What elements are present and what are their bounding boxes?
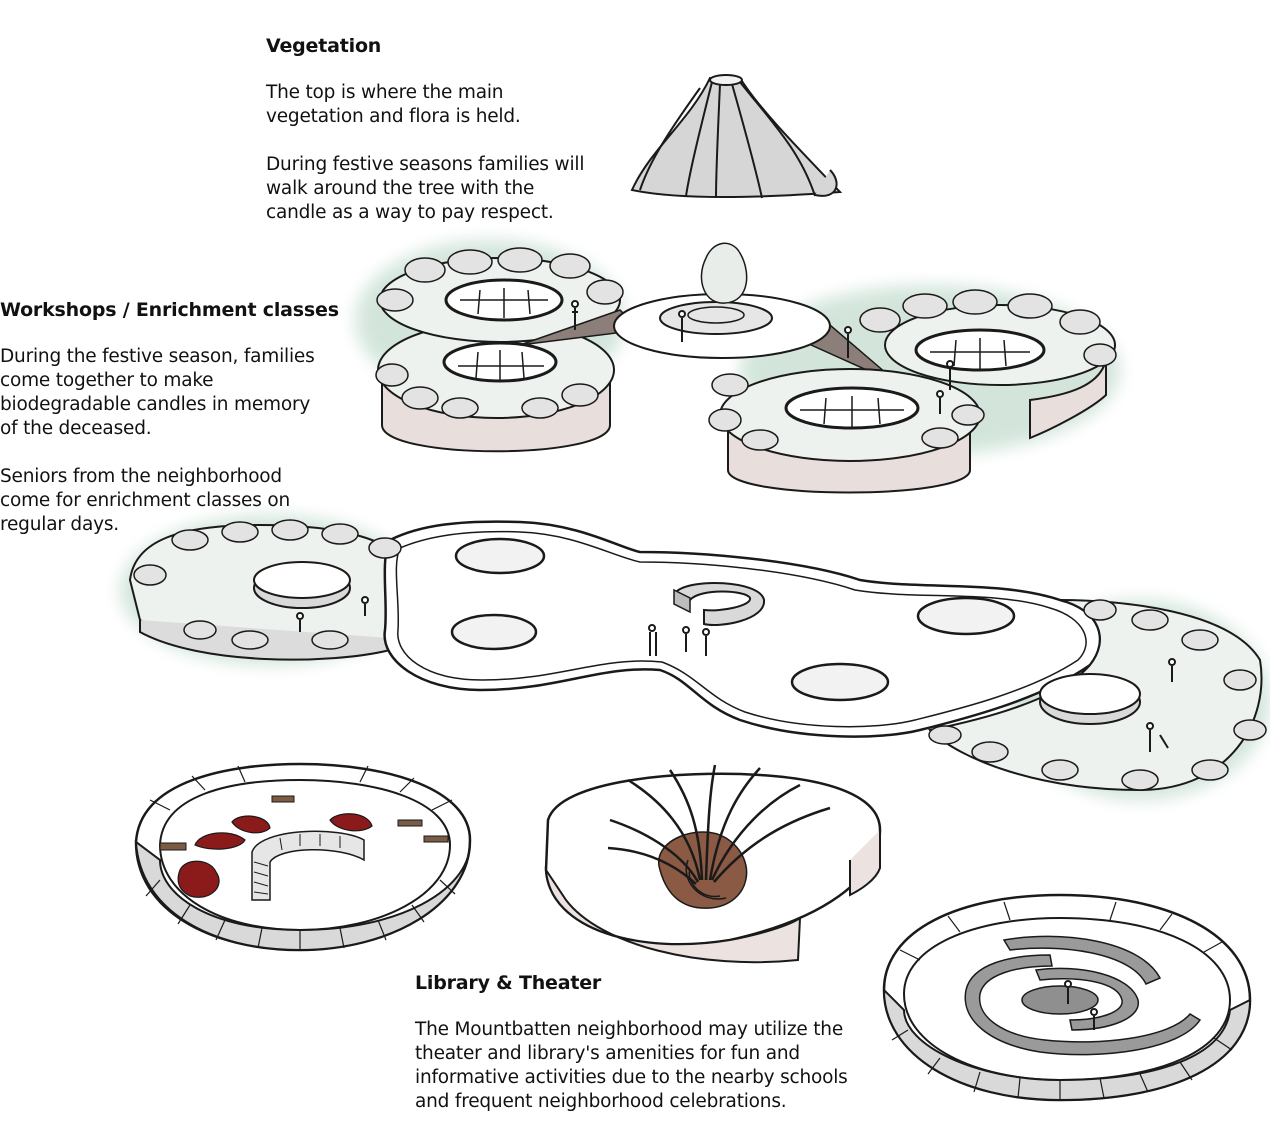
library-text-block: Library & Theater The Mountbatten neighb…	[415, 970, 885, 1138]
theater-tree	[544, 764, 882, 964]
middle-level	[355, 240, 1120, 494]
library-paragraph-1: The Mountbatten neighborhood may utilize…	[415, 1019, 848, 1112]
workshops-paragraph-1: During the festive season, families come…	[0, 346, 315, 439]
vegetation-title: Vegetation	[266, 35, 382, 57]
spiral-theater	[882, 893, 1252, 1102]
vegetation-paragraph-2: During festive seasons families will wal…	[266, 154, 585, 223]
vegetation-text-block: Vegetation The top is where the main veg…	[266, 33, 606, 249]
canopy-roof	[630, 74, 843, 199]
workshops-title: Workshops / Enrichment classes	[0, 299, 339, 321]
library-title: Library & Theater	[415, 972, 602, 994]
vegetation-paragraph-1: The top is where the main vegetation and…	[266, 82, 521, 127]
workshops-text-block: Workshops / Enrichment classes During th…	[0, 297, 350, 561]
plaza-level	[120, 515, 1270, 800]
library-ring	[134, 762, 472, 952]
workshops-paragraph-2: Seniors from the neighborhood come for e…	[0, 466, 290, 535]
